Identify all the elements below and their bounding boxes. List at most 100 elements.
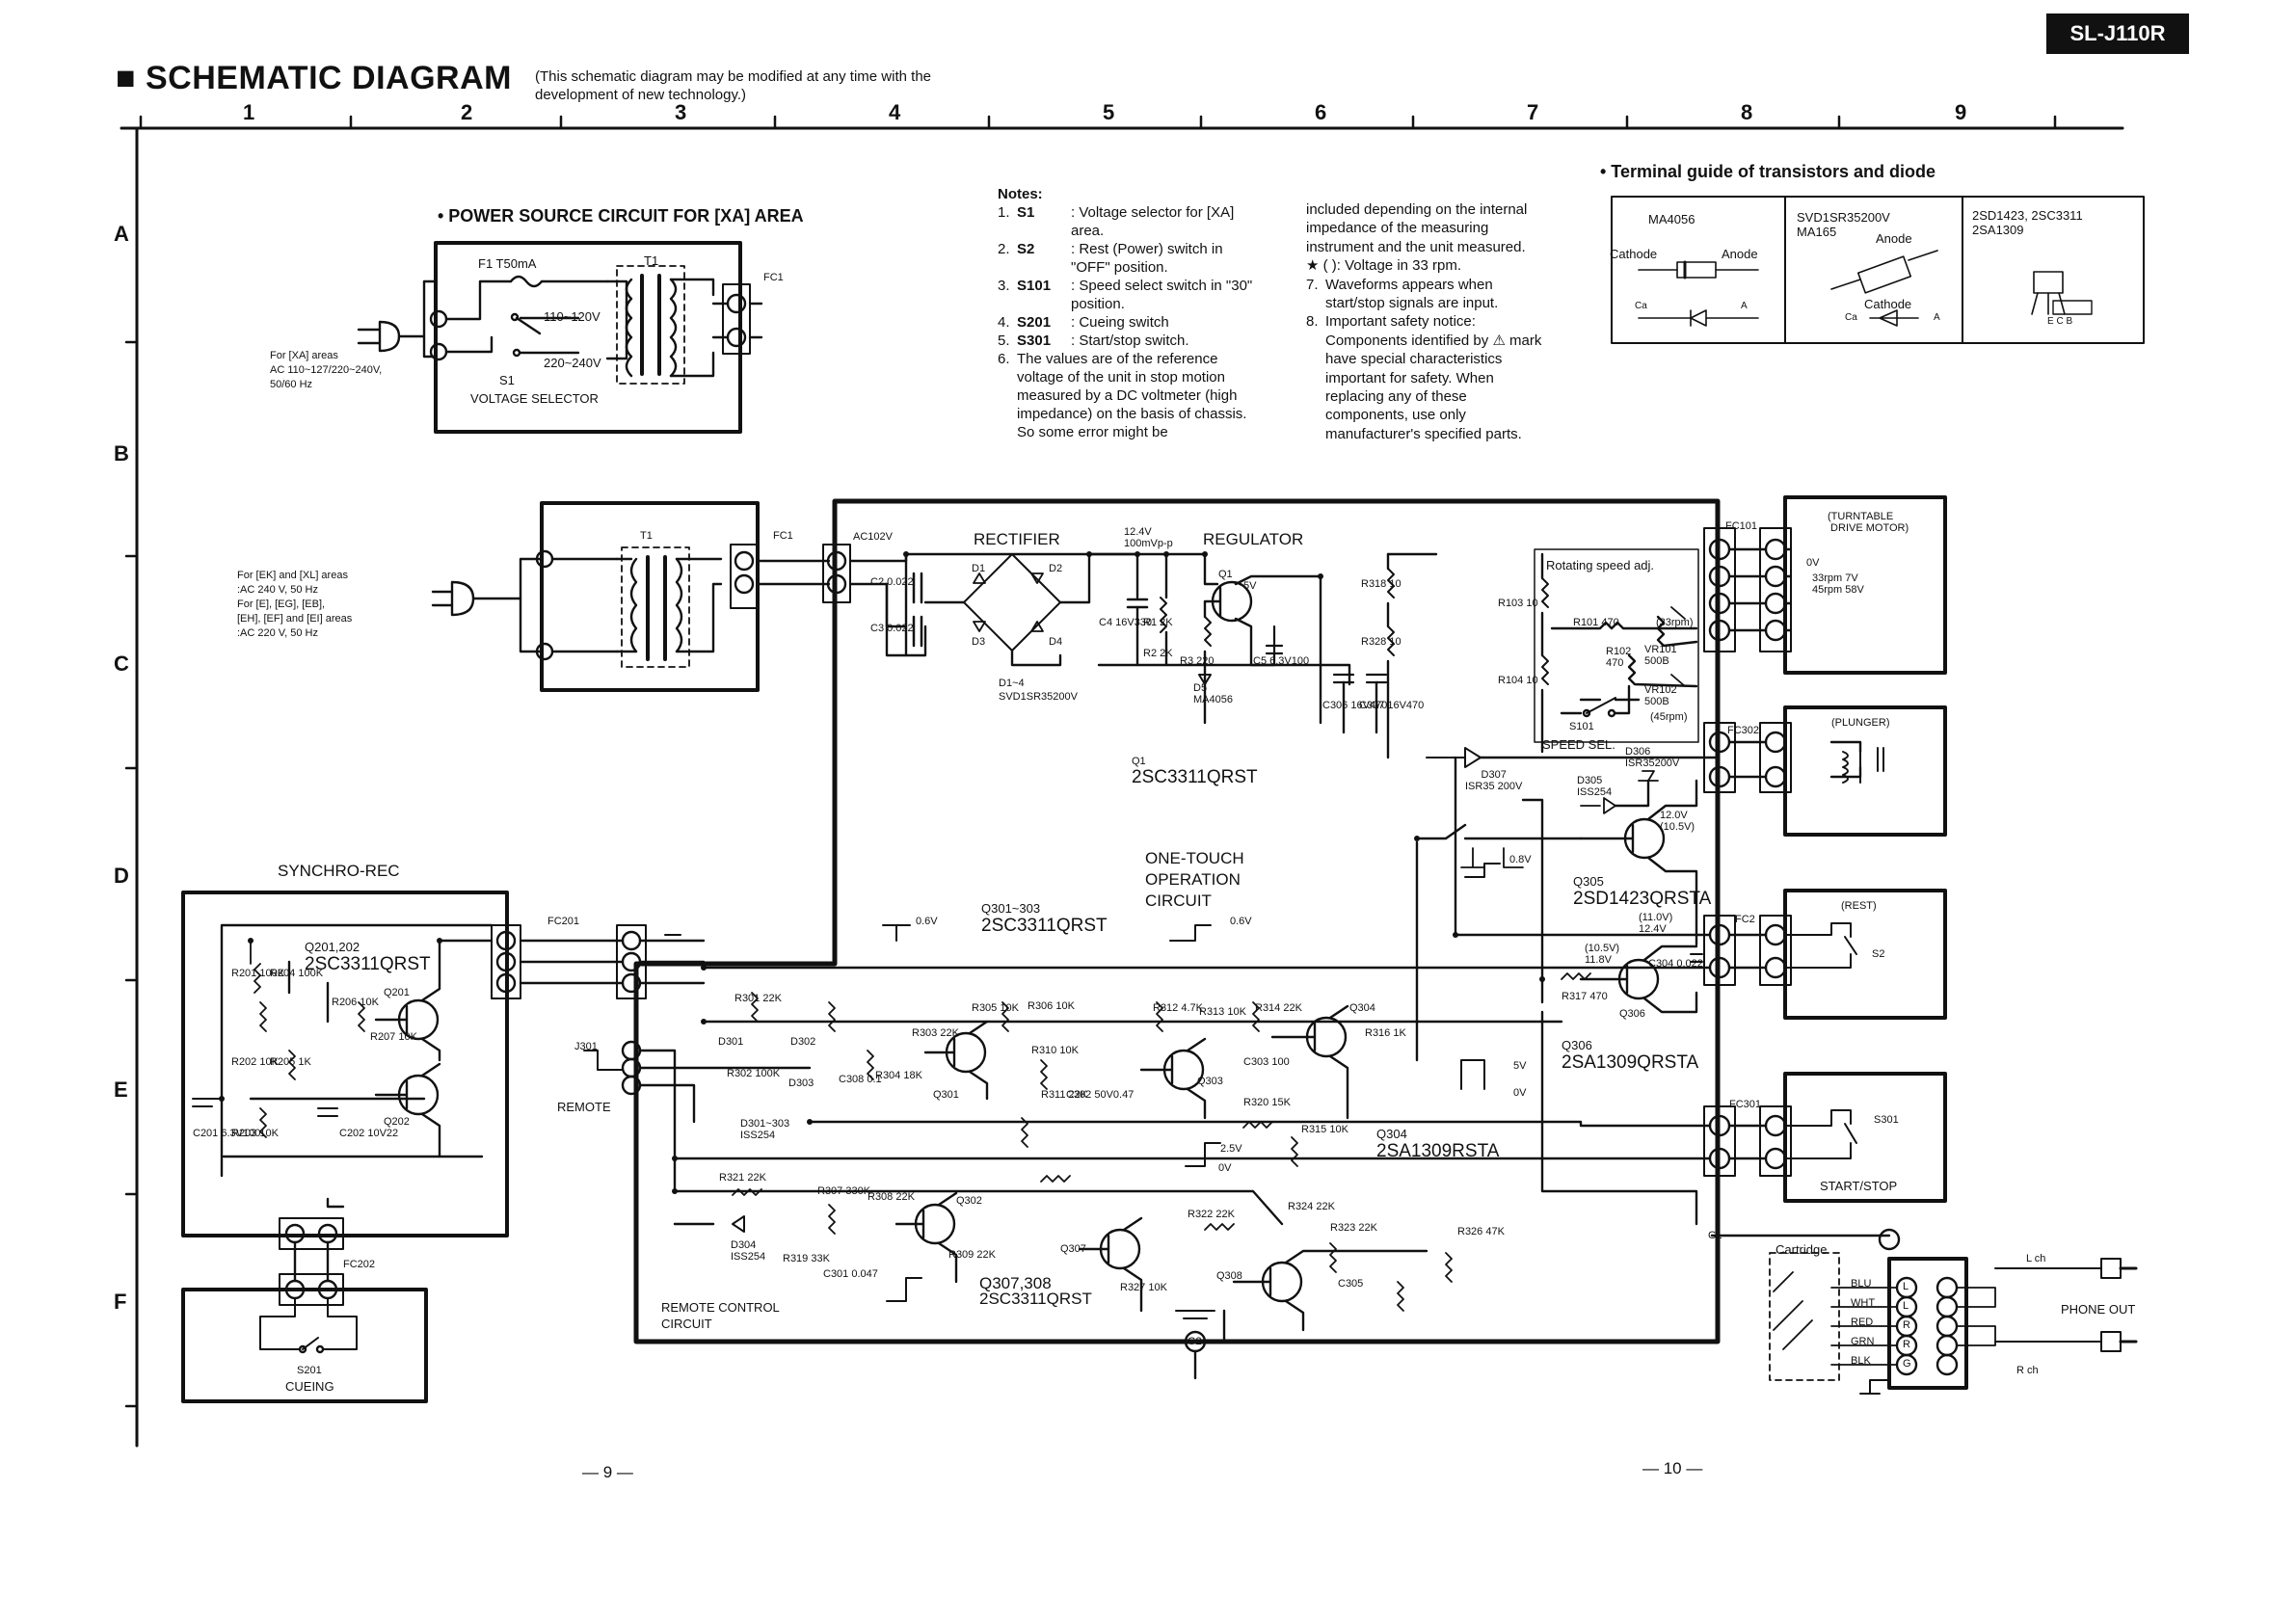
part-r305: R305 10K — [972, 1002, 1019, 1014]
synchro-r203: R203 10K — [231, 1128, 279, 1139]
tg-anode: Anode — [1876, 231, 1912, 246]
column-number: 8 — [1741, 100, 1753, 124]
note-key: S101 — [1017, 278, 1052, 294]
tg-part-ma4056: MA4056 — [1648, 212, 1695, 226]
connector-fc201: FC201 — [547, 916, 580, 927]
remote-control-label: REMOTE CONTROL CIRCUIT — [661, 1300, 780, 1331]
part-r315: R315 10K — [1301, 1124, 1348, 1135]
d304-label: D304 ISS254 — [731, 1239, 766, 1263]
turntable-title: (TURNTABLE DRIVE MOTOR) — [1828, 511, 1909, 534]
synchro-r204: R204 100K — [270, 968, 324, 979]
part-r320: R320 15K — [1243, 1097, 1291, 1108]
tg-cathode: Cathode — [1864, 297, 1912, 311]
row-letter: F — [114, 1290, 127, 1314]
title-note: (This schematic diagram may be modified … — [535, 68, 931, 103]
part-r319: R319 33K — [783, 1253, 830, 1264]
diode-part: D1~4 SVD1SR35200V — [999, 678, 1078, 703]
s101-label: S101 — [1569, 721, 1594, 732]
tg-ca: Ca — [1845, 312, 1857, 323]
connector-fc101: FC101 — [1725, 520, 1758, 532]
cap-c4: C4 16V330 — [1099, 617, 1153, 628]
start-stop-switch: S301 — [1874, 1114, 1899, 1126]
synchro-r205: R205 1K — [270, 1056, 311, 1068]
part-r308: R308 22K — [868, 1191, 915, 1203]
cueing-box — [181, 1288, 428, 1403]
tg-part-2sd1423: 2SD1423, 2SC3311 2SA1309 — [1972, 208, 2083, 237]
part-q302: Q302 — [956, 1195, 982, 1207]
q306-ref: Q306 — [1562, 1038, 1592, 1052]
voltage-10-5: (10.5V) 11.8V — [1585, 943, 1620, 966]
page-number-right: — 10 — — [1642, 1459, 1703, 1477]
part-r303: R303 22K — [912, 1027, 959, 1039]
r-ch-label: R ch — [2016, 1365, 2039, 1376]
diode-d4: D4 — [1049, 636, 1063, 648]
note-num: 2. — [998, 241, 1010, 257]
start-stop-label: START/STOP — [1820, 1179, 1898, 1193]
part-r313: R313 10K — [1199, 1006, 1246, 1018]
synchro-q-ref: Q201,202 — [305, 940, 360, 954]
column-number: 1 — [243, 100, 255, 124]
phone-out-label: PHONE OUT — [2061, 1302, 2136, 1317]
row-letter: D — [114, 864, 129, 888]
synchro-q202: Q202 — [384, 1116, 410, 1128]
ruler-ticks — [139, 115, 2057, 130]
part-c303: C303 100 — [1243, 1056, 1290, 1068]
turntable-box — [1783, 495, 1947, 675]
synchro-r202: R202 10K — [231, 1056, 279, 1068]
j301-label: J301 — [574, 1041, 598, 1052]
part-r316: R316 1K — [1365, 1027, 1406, 1039]
tap-high-label: 110~120V — [544, 309, 601, 324]
note-item: 2.S2: Rest (Power) switch in "OFF" posit… — [998, 240, 1256, 277]
part-r302: R302 100K — [727, 1068, 781, 1079]
plunger-title: (PLUNGER) — [1831, 717, 1890, 729]
d307-label: D307 ISR35 200V — [1465, 769, 1523, 792]
res-r103: R103 10 — [1498, 598, 1538, 609]
vr102-label: VR102 500B — [1644, 684, 1677, 707]
column-number: 3 — [675, 100, 687, 124]
wire-grn: GRN — [1851, 1336, 1875, 1347]
diode-d1: D1 — [972, 563, 986, 574]
d306-label: D306 ISR35200V — [1625, 746, 1680, 769]
synchro-rec-heading: SYNCHRO-REC — [278, 862, 400, 880]
power-source-heading: • POWER SOURCE CIRCUIT FOR [XA] AREA — [438, 206, 804, 226]
voltage-0: 0V — [1513, 1087, 1527, 1099]
column-number: 6 — [1315, 100, 1327, 124]
q305-ref: Q305 — [1573, 874, 1604, 889]
voltage-0-8: 0.8V — [1509, 854, 1532, 865]
row-letter: A — [114, 222, 129, 246]
diode-d3: D3 — [972, 636, 986, 648]
tg-cathode: Cathode — [1610, 247, 1658, 261]
note-num: 7. — [1306, 276, 1319, 293]
page-title: ■ SCHEMATIC DIAGRAM — [116, 60, 512, 96]
part-r306: R306 10K — [1028, 1000, 1075, 1012]
terminal-guide-table — [1611, 196, 2145, 344]
cap-c306: C306 16V470 — [1322, 700, 1388, 711]
part-r307: R307 330K — [817, 1185, 871, 1197]
row-letter: E — [114, 1078, 128, 1102]
column-number: 4 — [889, 100, 901, 124]
res-r2: R2 2K — [1143, 648, 1173, 659]
part-r312: R312 4.7K — [1153, 1002, 1203, 1014]
part-d302: D302 — [790, 1036, 816, 1048]
d301-303-label: D301~303 ISS254 — [740, 1118, 790, 1141]
q304-ref: Q304 — [1376, 1127, 1407, 1141]
part-r323: R323 22K — [1330, 1222, 1377, 1234]
pin-label: R — [1903, 1339, 1910, 1350]
cap-c307: C307 16V470 — [1359, 700, 1425, 711]
part-r326: R326 47K — [1457, 1226, 1505, 1237]
tg-ecb: E C B — [2047, 316, 2073, 327]
part-r317: R317 470 — [1562, 991, 1608, 1002]
main-board-outline — [633, 498, 1721, 1344]
part-d301: D301 — [718, 1036, 744, 1048]
model-tag: SL-J110R — [2046, 13, 2189, 54]
note-text: : Speed select switch in "30" position. — [1071, 278, 1253, 312]
voltage-0-6: 0.6V — [916, 916, 938, 927]
note-text: Important safety notice: Components iden… — [1325, 313, 1542, 442]
note-text: The values are of the reference voltage … — [1017, 351, 1247, 440]
note-item: 4.S201: Cueing switch — [998, 313, 1256, 332]
res-r104: R104 10 — [1498, 675, 1538, 686]
connector-fc301: FC301 — [1729, 1099, 1762, 1110]
q1-part: 2SC3311QRST — [1132, 767, 1258, 787]
connector-g1: G1 — [1708, 1230, 1722, 1241]
